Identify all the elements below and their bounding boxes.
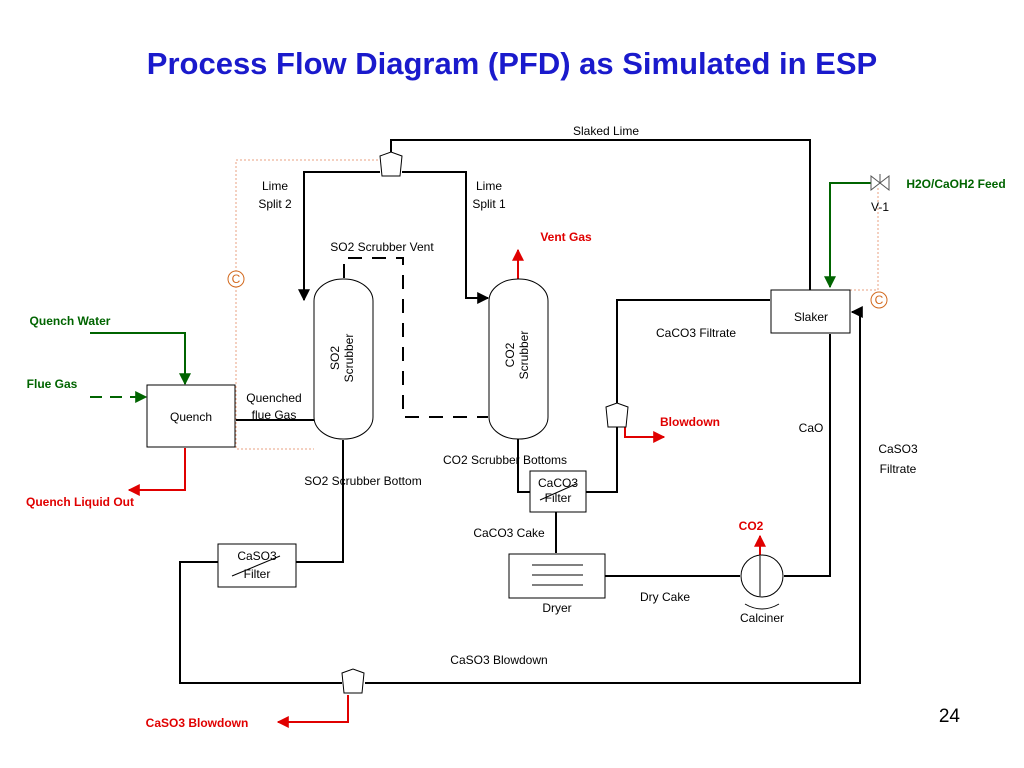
slaker-label: Slaker <box>794 310 828 324</box>
caso3-filter <box>217 543 297 588</box>
flue-gas-label: Flue Gas <box>27 377 78 391</box>
process-streams <box>179 139 863 684</box>
svg-text:C: C <box>232 272 241 286</box>
so2-scrubber-label: SO2 Scrubber <box>328 334 356 383</box>
caco3-filter <box>529 470 587 513</box>
so2-scrubber-vent-label: SO2 Scrubber Vent <box>330 240 434 254</box>
control-signal-lines <box>235 159 879 450</box>
caso3-filter-label-2: Filter <box>244 567 271 581</box>
slaked-lime-label: Slaked Lime <box>573 124 639 138</box>
svg-text:Scrubber: Scrubber <box>342 334 356 383</box>
svg-text:SO2: SO2 <box>328 346 342 370</box>
outlet-lines <box>127 248 766 728</box>
valve-label: V-1 <box>871 200 889 214</box>
so2-scrubber-bottom-label: SO2 Scrubber Bottom <box>304 474 421 488</box>
blowdown-splitter-icon <box>605 402 629 428</box>
valve-icon <box>870 174 890 192</box>
svg-text:Scrubber: Scrubber <box>517 331 531 380</box>
cao-label: CaO <box>799 421 824 435</box>
dryer-label: Dryer <box>542 601 571 615</box>
caco3-filter-label-2: Filter <box>545 491 572 505</box>
page-title: Process Flow Diagram (PFD) as Simulated … <box>146 46 878 81</box>
h2o-caoh2-feed-label: H2O/CaOH2 Feed <box>906 177 1005 191</box>
caso3-filtrate-label-2: Filtrate <box>880 462 917 476</box>
quenched-flue-gas-label-1: Quenched <box>246 391 301 405</box>
controller-c1: C <box>227 270 245 288</box>
caco3-filter-label-1: CaCO3 <box>538 476 578 490</box>
co2-scrubber-label: CO2 Scrubber <box>503 331 531 380</box>
page-number: 24 <box>938 706 960 727</box>
so2-scrubber-vent-line <box>343 257 488 418</box>
caco3-filtrate-label: CaCO3 Filtrate <box>656 326 736 340</box>
co2-scrubber-bottoms-label: CO2 Scrubber Bottoms <box>443 453 567 467</box>
slaker-unit <box>770 289 851 334</box>
dry-cake-label: Dry Cake <box>640 590 690 604</box>
caso3-filter-label-1: CaSO3 <box>237 549 277 563</box>
controller-c2: C <box>870 291 888 309</box>
co2-scrubber-column <box>488 278 549 440</box>
blowdown-label: Blowdown <box>660 415 720 429</box>
svg-text:CO2: CO2 <box>503 342 517 367</box>
quench-label: Quench <box>170 410 212 424</box>
vent-gas-label: Vent Gas <box>540 230 592 244</box>
lime-splitter-icon <box>379 151 403 177</box>
caso3-blowdown-splitter-icon <box>341 668 365 694</box>
quench-unit <box>146 384 236 448</box>
co2-outlet-label: CO2 <box>739 519 764 533</box>
svg-text:C: C <box>875 293 884 307</box>
lime-split1-label-2: Split 1 <box>472 197 506 211</box>
feed-lines <box>90 182 872 386</box>
calciner-unit <box>740 554 784 610</box>
quench-water-label: Quench Water <box>30 314 111 328</box>
caco3-cake-label: CaCO3 Cake <box>473 526 545 540</box>
lime-split2-label-1: Lime <box>262 179 288 193</box>
lime-split1-label-1: Lime <box>476 179 502 193</box>
so2-scrubber-column <box>313 278 374 440</box>
quenched-flue-gas-label-2: flue Gas <box>252 408 297 422</box>
calciner-label: Calciner <box>740 611 784 625</box>
dryer-unit <box>508 553 606 599</box>
lime-split2-label-2: Split 2 <box>258 197 292 211</box>
caso3-blowdown-label: CaSO3 Blowdown <box>450 653 547 667</box>
caso3-filtrate-label-1: CaSO3 <box>878 442 918 456</box>
caso3-blowdown-out-label: CaSO3 Blowdown <box>146 716 249 730</box>
quench-liquid-out-label: Quench Liquid Out <box>26 495 134 509</box>
